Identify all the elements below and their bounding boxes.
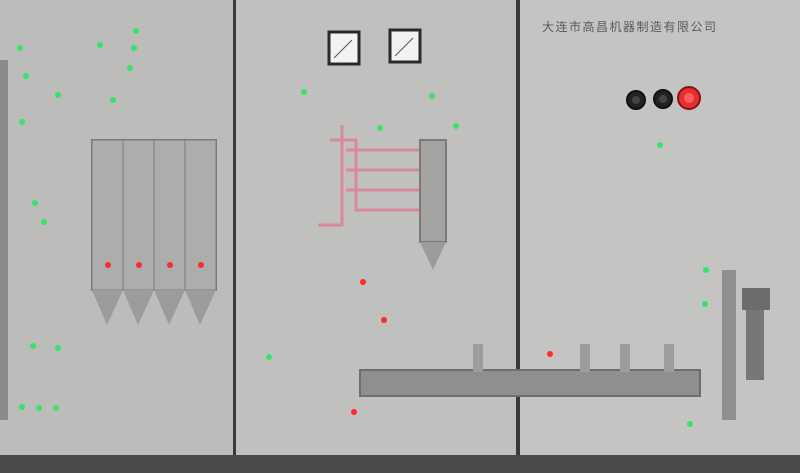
highlight-pipe-network bbox=[318, 125, 420, 227]
emergency-stop-button[interactable] bbox=[677, 86, 701, 110]
company-name: 大连市高昌机器制造有限公司 bbox=[542, 19, 718, 34]
indicator-lamp bbox=[19, 119, 25, 125]
right-cabinet-panel bbox=[520, 0, 800, 473]
indicator-lamp bbox=[429, 93, 435, 99]
indicator-lamp-red bbox=[167, 262, 173, 268]
indicator-lamp bbox=[131, 45, 137, 51]
indicator-lamp bbox=[55, 92, 61, 98]
indicator-lamp bbox=[266, 354, 272, 360]
indicator-lamp bbox=[19, 404, 25, 410]
analog-meter bbox=[327, 30, 361, 66]
bottom-conveyor bbox=[359, 344, 701, 397]
panel-seam bbox=[233, 0, 236, 473]
indicator-lamp bbox=[36, 405, 42, 411]
indicator-lamp-red bbox=[381, 317, 387, 323]
middle-cabinet-panel bbox=[236, 0, 516, 473]
indicator-lamp bbox=[23, 73, 29, 79]
indicator-lamp bbox=[55, 345, 61, 351]
indicator-lamp-red bbox=[351, 409, 357, 415]
panel-seam bbox=[516, 0, 520, 473]
indicator-lamp bbox=[377, 125, 383, 131]
indicator-lamp bbox=[41, 219, 47, 225]
indicator-lamp bbox=[301, 89, 307, 95]
indicator-lamp bbox=[32, 200, 38, 206]
indicator-lamp bbox=[17, 45, 23, 51]
indicator-lamp bbox=[702, 301, 708, 307]
indicator-lamp bbox=[127, 65, 133, 71]
indicator-lamp-red bbox=[547, 351, 553, 357]
black-pushbutton[interactable] bbox=[653, 89, 673, 109]
indicator-lamp-red bbox=[136, 262, 142, 268]
indicator-lamp bbox=[30, 343, 36, 349]
indicator-lamp bbox=[687, 421, 693, 427]
indicator-lamp bbox=[703, 267, 709, 273]
indicator-lamp bbox=[53, 405, 59, 411]
indicator-lamp-red bbox=[360, 279, 366, 285]
indicator-lamp-red bbox=[198, 262, 204, 268]
black-pushbutton[interactable] bbox=[626, 90, 646, 110]
process-vessel bbox=[419, 139, 447, 270]
right-process-unit bbox=[722, 270, 770, 420]
panel-floor-edge bbox=[0, 455, 800, 473]
indicator-lamp bbox=[97, 42, 103, 48]
indicator-lamp-red bbox=[105, 262, 111, 268]
indicator-lamp bbox=[657, 142, 663, 148]
left-vertical-pipe bbox=[0, 60, 8, 420]
indicator-lamp bbox=[133, 28, 139, 34]
indicator-lamp bbox=[453, 123, 459, 129]
indicator-lamp bbox=[110, 97, 116, 103]
analog-meter bbox=[388, 28, 422, 64]
